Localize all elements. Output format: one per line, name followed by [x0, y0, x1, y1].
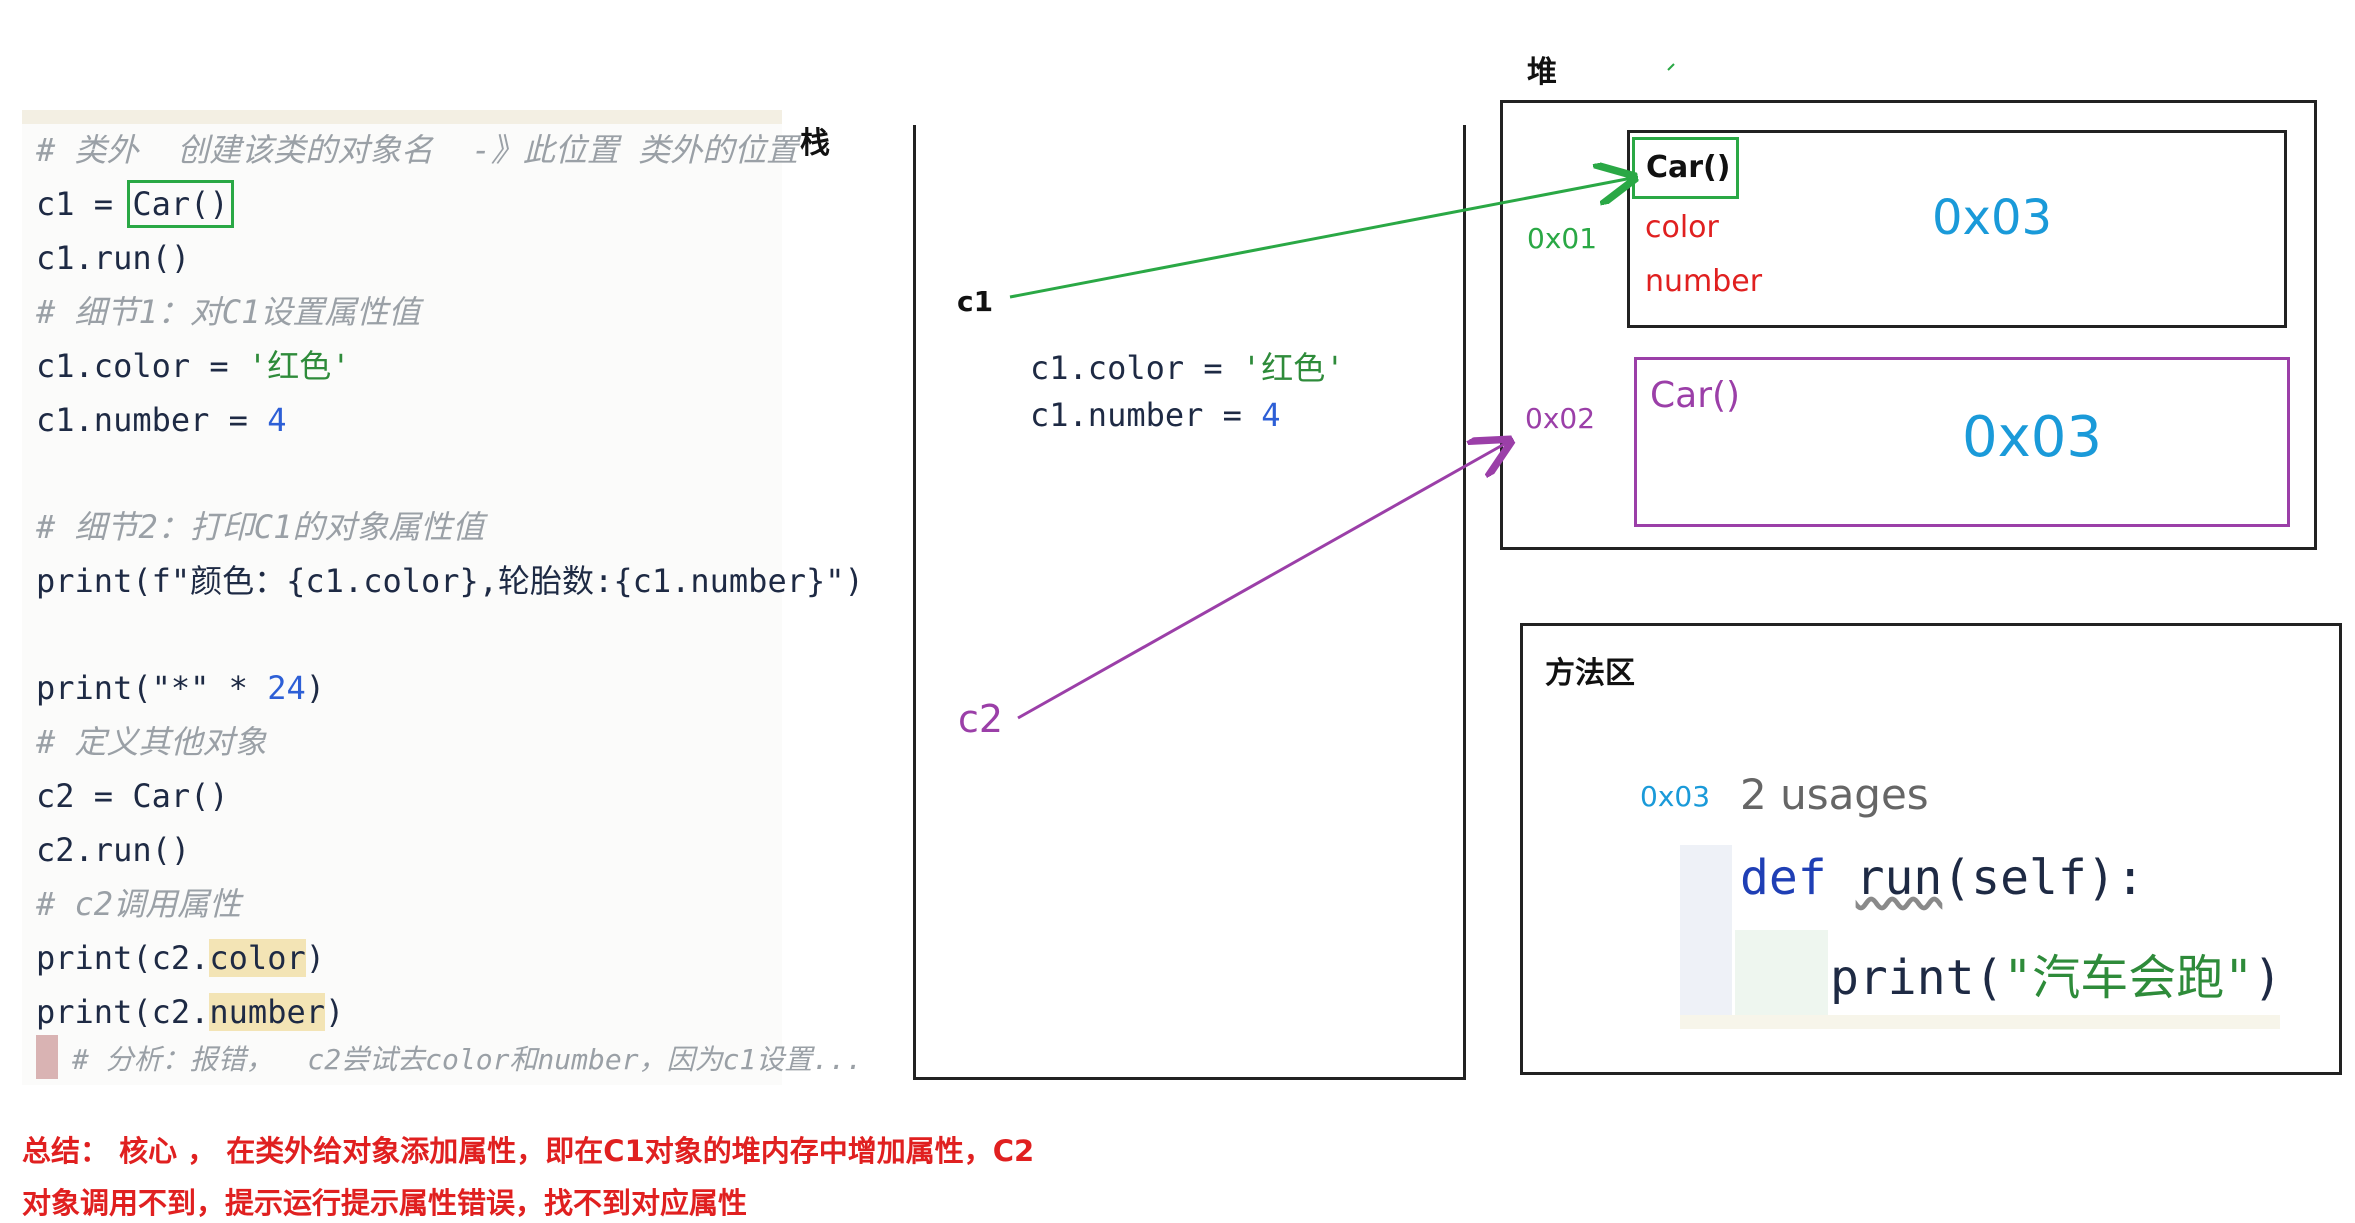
heap-object-2-address: 0x02: [1525, 402, 1596, 435]
method-area-title: 方法区: [1545, 656, 1635, 691]
method-code-gutter: [1680, 845, 1732, 1015]
stack-assign-color-prefix: c1.color =: [1030, 349, 1242, 387]
heap-object-1-class-label: Car(): [1646, 150, 1731, 185]
code-line-c1-run: c1.run(): [36, 239, 191, 277]
code-line-print-c2-color: print(c2.color): [36, 938, 325, 978]
code-comment-other-objects: # 定义其他对象: [36, 723, 267, 761]
method-address: 0x03: [1640, 780, 1711, 813]
code-line-c1-number: c1.number = 4: [36, 400, 286, 440]
code-car-call-highlight: Car(): [127, 180, 234, 228]
heap-object-2-class-label: Car(): [1650, 375, 1741, 416]
breakpoint-marker: [36, 1035, 58, 1079]
code-panel-topbar: [22, 110, 782, 124]
code-c1-color-prefix: c1.color =: [36, 347, 248, 385]
heap-object-1-method-ref: 0x03: [1932, 190, 2053, 246]
heap-object-1-address: 0x01: [1527, 222, 1598, 255]
code-c1-prefix: c1 =: [36, 185, 133, 223]
code-print-stars-count: 24: [267, 669, 306, 707]
stack-assign-color-value: '红色': [1241, 349, 1345, 387]
code-comment-detail2: # 细节2：打印C1的对象属性值: [36, 508, 485, 546]
code-c1-number-prefix: c1.number =: [36, 401, 268, 439]
method-usages: 2 usages: [1740, 770, 1929, 819]
code-print-c2-number-prefix: print(c2.: [36, 993, 210, 1031]
stack-var-c2: c2: [958, 697, 1004, 741]
heap-title: 堆: [1527, 55, 1557, 90]
method-params: (self):: [1942, 850, 2145, 906]
method-code-indent-highlight: [1735, 930, 1828, 1015]
arrow-c2-to-object-2: [1017, 442, 1508, 720]
heap-object-1-attr-number: number: [1645, 264, 1763, 299]
code-comment-c2-attr: # c2调用属性: [36, 885, 242, 923]
method-code-bottom-bar: [1680, 1015, 2280, 1029]
code-line-print-c2-number: print(c2.number): [36, 992, 344, 1032]
code-print-stars-close: ): [305, 669, 325, 707]
method-print-str: "汽车会跑": [2003, 950, 2254, 1006]
method-func-name: run: [1855, 850, 1943, 906]
code-panel: # 类外 创建该类的对象名 -》此位置 类外的位置 c1 = Car() c1.…: [22, 110, 864, 1085]
code-comment-analysis: # 分析：报错， c2尝试去color和number，因为c1设置...: [72, 1043, 863, 1076]
method-print-line: print("汽车会跑"): [1830, 938, 2282, 1008]
stack-assign-number: c1.number = 4: [1030, 396, 1280, 434]
summary-line-1: 总结： 核心 ， 在类外给对象添加属性，即在C1对象的堆内存中增加属性，C2: [22, 1134, 1035, 1168]
code-print-c2-prefix: print(c2.: [36, 939, 210, 977]
code-print-stars-prefix: print("*" *: [36, 669, 268, 707]
method-def-keyword: def: [1740, 850, 1827, 906]
code-line-c2-run: c2.run(): [36, 831, 191, 869]
stray-mark: [1667, 63, 1675, 71]
heap-object-2: [1634, 357, 2290, 527]
heap-frame: [1500, 100, 2317, 550]
code-line-print-stars: print("*" * 24): [36, 668, 325, 708]
stack-title: 栈: [800, 126, 830, 161]
code-print-c2-close: ): [305, 939, 325, 977]
code-comment-create: # 类外 创建该类的对象名 -》此位置 类外的位置: [36, 131, 799, 169]
method-print-close: ): [2253, 950, 2283, 1006]
code-print-c2-number-close: ): [324, 993, 345, 1031]
code-comment-detail1: # 细节1：对C1设置属性值: [36, 293, 421, 331]
stack-frame: [913, 125, 1466, 1080]
stack-assign-number-value: 4: [1261, 396, 1281, 434]
code-line-print-c1: print(f"颜色：{c1.color},轮胎数:{c1.number}"): [36, 562, 864, 600]
heap-object-2-method-ref: 0x03: [1962, 405, 2103, 470]
code-c1-color-value: '红色': [247, 347, 351, 385]
method-print-fn: print(: [1830, 950, 2004, 1006]
stack-assign-number-prefix: c1.number =: [1030, 396, 1262, 434]
code-c2-color-attr: color: [209, 939, 306, 977]
heap-object-1: [1627, 130, 2287, 328]
arrow-c1-to-object-1: [1009, 178, 1632, 299]
heap-object-1-attr-color: color: [1645, 210, 1719, 245]
summary-line-2: 对象调用不到，提示运行提示属性错误，找不到对应属性: [22, 1186, 748, 1220]
method-def-line: def run(self):: [1740, 850, 2145, 906]
method-area-frame: [1520, 623, 2342, 1075]
code-c1-number-value: 4: [267, 401, 287, 439]
stack-assign-color: c1.color = '红色': [1030, 343, 1344, 389]
code-line-c2-assign: c2 = Car(): [36, 777, 229, 815]
code-c2-number-attr: number: [209, 993, 325, 1031]
code-line-c1-color: c1.color = '红色': [36, 346, 350, 386]
code-line-c1-assign: c1 = Car(): [36, 180, 234, 228]
stack-var-c1: c1: [957, 285, 994, 318]
